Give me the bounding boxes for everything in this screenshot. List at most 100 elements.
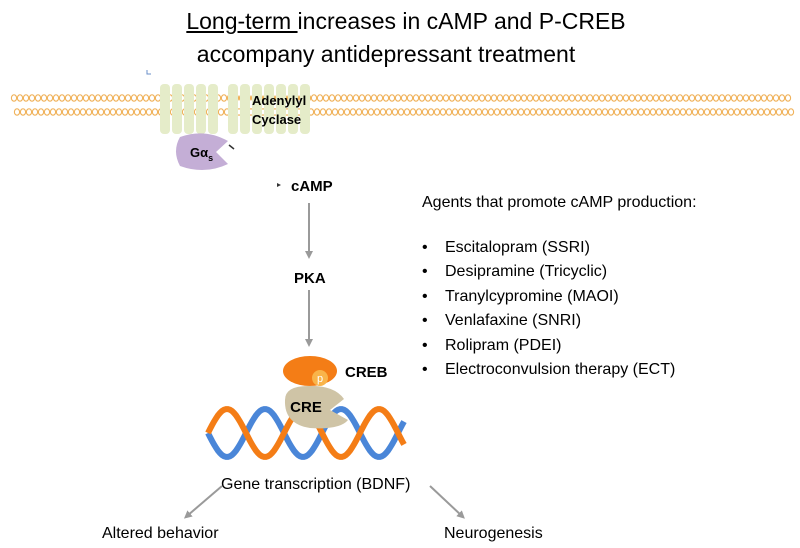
lipid-head (358, 94, 366, 102)
g-protein-label: Gαs (190, 145, 213, 163)
lipid-head (583, 108, 591, 116)
lipid-head (34, 94, 42, 102)
lipid-head (646, 94, 654, 102)
lipid-head (775, 108, 783, 116)
lipid-head (721, 108, 729, 116)
lipid-head (52, 94, 60, 102)
transmembrane-helix (184, 84, 194, 134)
phospho-circle (312, 370, 328, 386)
lipid-head (391, 108, 399, 116)
lipid-head (487, 108, 495, 116)
lipid-head (427, 108, 435, 116)
lipid-head (454, 94, 462, 102)
transmembrane-helix (196, 84, 206, 134)
lipid-head (46, 94, 54, 102)
lipid-head (442, 94, 450, 102)
lipid-head (778, 94, 786, 102)
lipid-head (328, 94, 336, 102)
lipid-head (559, 108, 567, 116)
lipid-head (709, 108, 717, 116)
stray-mark (146, 70, 151, 75)
lipid-head (652, 94, 660, 102)
lipid-head (589, 108, 597, 116)
lipid-head (724, 94, 732, 102)
transmembrane-helix (208, 84, 218, 134)
lipid-head (457, 108, 465, 116)
lipid-head (682, 94, 690, 102)
lipid-head (610, 94, 618, 102)
lipid-head (103, 108, 111, 116)
lipid-head (697, 108, 705, 116)
lipid-head (64, 94, 72, 102)
lipid-head (385, 108, 393, 116)
lipid-head (763, 108, 771, 116)
lipid-head (100, 94, 108, 102)
lipid-head (574, 94, 582, 102)
lipid-head (595, 108, 603, 116)
lipid-head (592, 94, 600, 102)
lipid-head (661, 108, 669, 116)
phospho-label: p (317, 373, 323, 385)
lipid-head (355, 108, 363, 116)
lipid-head (433, 108, 441, 116)
outcome-neurogenesis: Neurogenesis (444, 525, 543, 542)
lipid-head (382, 94, 390, 102)
lipid-head (751, 108, 759, 116)
list-item: •Escitalopram (SSRI) (422, 236, 675, 260)
list-item: •Rolipram (PDEI) (422, 334, 675, 358)
lipid-head (745, 108, 753, 116)
lipid-head (133, 108, 141, 116)
transmembrane-helix (300, 84, 310, 134)
lipid-head (439, 108, 447, 116)
lipid-head (718, 94, 726, 102)
cell-membrane (10, 94, 795, 116)
lipid-head (319, 108, 327, 116)
lipid-head (688, 94, 696, 102)
lipid-head (73, 108, 81, 116)
lipid-head (409, 108, 417, 116)
lipid-head (49, 108, 57, 116)
lipid-head (496, 94, 504, 102)
lipid-head (475, 108, 483, 116)
lipid-head (544, 94, 552, 102)
lipid-head (31, 108, 39, 116)
lipid-head (538, 94, 546, 102)
lipid-head (541, 108, 549, 116)
agent-name: Electroconvulsion therapy (ECT) (445, 360, 676, 378)
lipid-head (613, 108, 621, 116)
lipid-head (787, 108, 795, 116)
lipid-head (13, 108, 21, 116)
lipid-head (58, 94, 66, 102)
lipid-head (220, 94, 228, 102)
lipid-head (313, 108, 321, 116)
lipid-head (400, 94, 408, 102)
lipid-head (412, 94, 420, 102)
lipid-head (151, 108, 159, 116)
lipid-head (736, 94, 744, 102)
lipid-head (340, 94, 348, 102)
lipid-head (655, 108, 663, 116)
lipid-head (436, 94, 444, 102)
lipid-head (88, 94, 96, 102)
lipid-head (550, 94, 558, 102)
bullet: • (422, 360, 428, 378)
lipid-head (706, 94, 714, 102)
lipid-head (379, 108, 387, 116)
title-line-2: accompany antidepressant treatment (196, 41, 576, 67)
lipid-head (370, 94, 378, 102)
lipid-head (715, 108, 723, 116)
lipid-head (466, 94, 474, 102)
lipid-head (514, 94, 522, 102)
transmembrane-helix (160, 84, 170, 134)
lipid-head (352, 94, 360, 102)
lipid-head (451, 108, 459, 116)
lipid-head (499, 108, 507, 116)
lipid-head (472, 94, 480, 102)
lipid-head (625, 108, 633, 116)
g-protein-tick (228, 144, 235, 150)
bullet: • (422, 287, 428, 305)
lipid-head (397, 108, 405, 116)
lipid-head (91, 108, 99, 116)
lipid-head (109, 108, 117, 116)
agents-heading: Agents that promote cAMP production: (422, 194, 697, 211)
